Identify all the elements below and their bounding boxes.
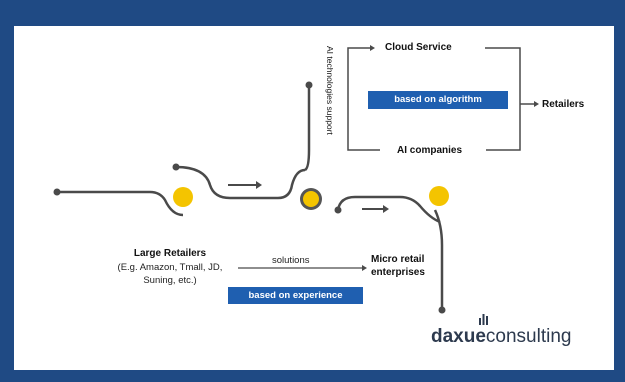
micro-retail-label-2: enterprises [371,267,425,278]
ai-support-label: AI technologies support [325,46,335,135]
large-retailers-detail-2: Suning, etc.) [143,275,197,286]
left-bracket [347,47,380,151]
right-bracket [485,47,521,151]
large-retailers-detail-1: (E.g. Amazon, Tmall, JD, [117,262,223,273]
experience-box: based on experience [228,287,363,304]
large-retailers-title: Large Retailers [133,248,207,259]
logo-prefix: daxue [431,326,486,347]
ai-companies-label: AI companies [397,145,463,156]
input-line [57,190,184,217]
algorithm-box: based on algorithm [368,91,508,109]
ai-support-line [304,85,311,172]
micro-retail-dot [429,186,449,206]
solutions-label: solutions [272,255,310,266]
retailers-label: Retailers [542,99,585,110]
logo-suffix: consulting [485,326,572,347]
flow-arrow-1-head [256,181,262,189]
upper-curve [175,165,306,200]
mid-curve [336,195,441,224]
micro-retail-label-1: Micro retail [371,254,425,265]
end-node [438,306,446,314]
solutions-arrow-head [362,265,367,271]
large-retailer-dot [173,187,193,207]
ai-support-node [305,81,313,89]
retailers-arrow-head [534,101,539,107]
daxue-consulting-logo: daxueconsulting [431,326,571,348]
cloud-service-label: Cloud Service [385,42,452,53]
flow-arrow-2-head [383,205,389,213]
ai-hub-star-icon [303,191,319,207]
micro-retail-line [433,209,444,308]
logo-bar-icon-1 [479,318,481,325]
cloud-arrow-head [370,45,375,51]
logo-bar-icon-2 [482,314,485,325]
logo-bar-icon-3 [486,316,488,325]
